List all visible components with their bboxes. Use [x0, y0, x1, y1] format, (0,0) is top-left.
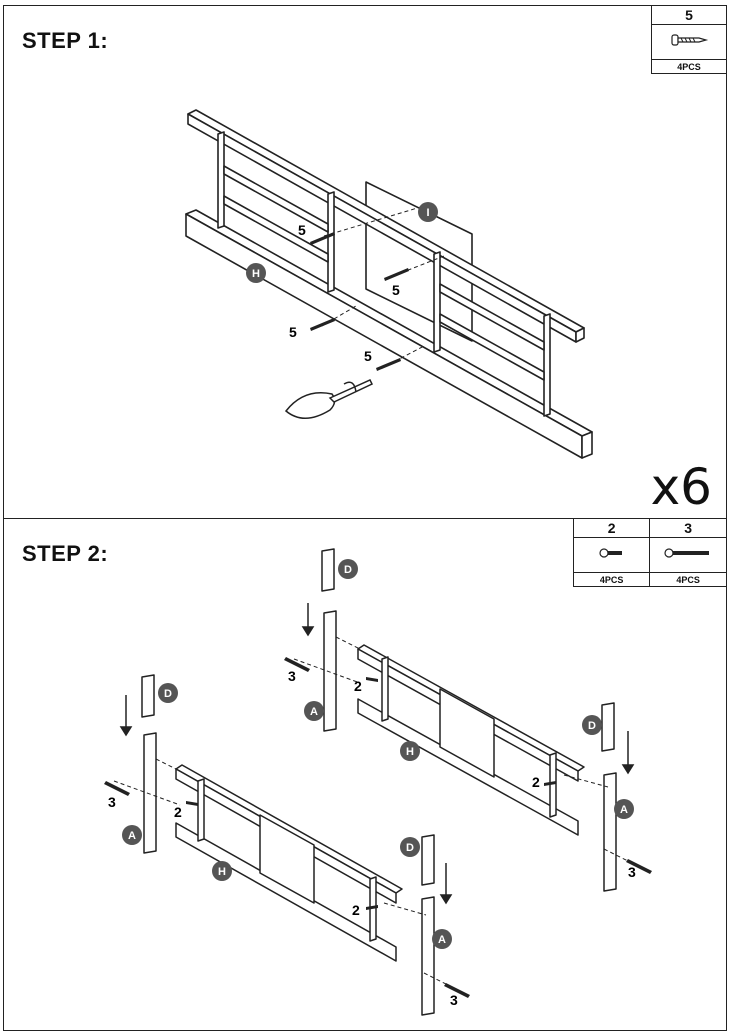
step-1-parts-table: 5 4PCS — [651, 5, 727, 74]
part-badge-H: H — [218, 866, 226, 878]
bolt-callout: 2 — [354, 678, 362, 694]
step-2-diagram: 3 2 2 3 D A H D A — [104, 548, 652, 1016]
part-badge-A: A — [620, 804, 628, 816]
bolt-callout: 2 — [532, 774, 540, 790]
part-badge-H: H — [252, 268, 260, 280]
screw-callout: 5 — [289, 324, 297, 340]
screw-callout: 5 — [298, 222, 306, 238]
part-quantity: 4PCS — [649, 572, 727, 587]
step-1-diagram: 5 5 5 5 I H — [185, 109, 593, 459]
part-quantity: 4PCS — [651, 59, 727, 74]
bolt-callout: 3 — [450, 992, 458, 1008]
bolt-callout: 3 — [288, 668, 296, 684]
step-1-title: STEP 1: — [22, 28, 109, 53]
part-badge-D: D — [406, 842, 414, 854]
part-badge-D: D — [588, 720, 596, 732]
bolt-callout: 2 — [352, 902, 360, 918]
quantity-multiplier: x6 — [650, 458, 712, 516]
step-2-title: STEP 2: — [22, 541, 109, 566]
bolt-callout: 3 — [628, 864, 636, 880]
part-badge-A: A — [128, 830, 136, 842]
part-number: 2 — [572, 518, 651, 538]
part-badge-A: A — [310, 706, 318, 718]
step-1-panel: STEP 1: 5 4PCS — [3, 5, 727, 519]
screw-callout: 5 — [364, 348, 372, 364]
part-quantity: 4PCS — [572, 572, 651, 587]
part-badge-H: H — [406, 746, 414, 758]
step-2-parts-table: 2 3 4PCS 4PCS — [572, 518, 727, 587]
bolt-callout: 3 — [108, 794, 116, 810]
step-2-panel: STEP 2: 2 3 4PCS 4PCS — [3, 518, 727, 1031]
screwdriver-icon — [284, 379, 374, 419]
screw-callout: 5 — [392, 282, 400, 298]
long-bolt-icon — [649, 537, 727, 573]
bolt-callout: 2 — [174, 804, 182, 820]
part-badge-D: D — [344, 564, 352, 576]
part-badge-D: D — [164, 688, 172, 700]
part-badge-A: A — [438, 934, 446, 946]
part-badge-I: I — [426, 207, 429, 219]
